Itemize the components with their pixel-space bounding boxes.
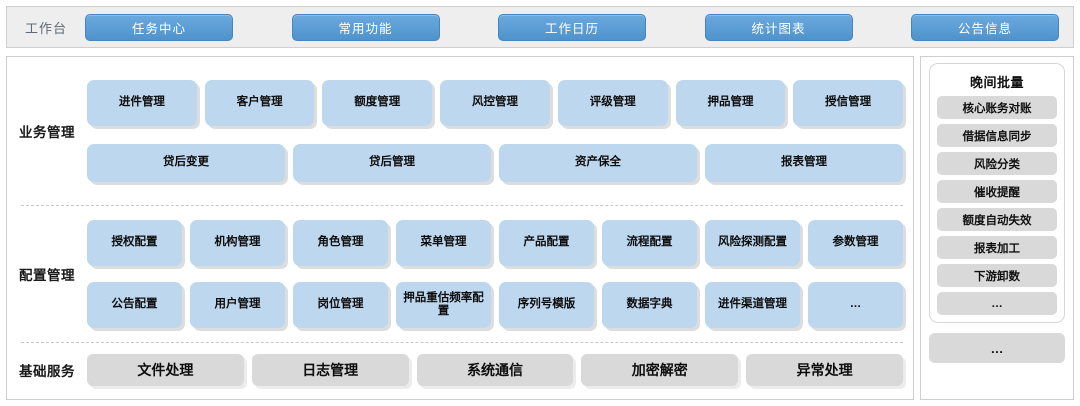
module-chip-jianjian-guanli[interactable]: 进件管理 bbox=[87, 80, 197, 126]
night-batch-box: 晚间批量 核心账务对账 借据信息同步 风险分类 催收提醒 额度自动失效 报表加工… bbox=[929, 63, 1065, 323]
module-chip-yapin-guanli[interactable]: 押品管理 bbox=[675, 80, 786, 126]
table-row: 进件管理 客户管理 额度管理 风控管理 评级管理 押品管理 授信管理 bbox=[87, 80, 904, 126]
batch-item-quota-auto-expire[interactable]: 额度自动失效 bbox=[937, 208, 1057, 231]
module-chip-jigou-guanli[interactable]: 机构管理 bbox=[190, 220, 285, 266]
module-chip-juese-guanli[interactable]: 角色管理 bbox=[293, 220, 388, 266]
section-label-basic-services: 基础服务 bbox=[19, 364, 75, 379]
module-chip-shuju-zidian[interactable]: 数据字典 bbox=[602, 282, 697, 328]
module-chip-daihou-guanli[interactable]: 贷后管理 bbox=[293, 144, 491, 182]
workbench-label: 工作台 bbox=[24, 20, 67, 36]
module-chip-daihou-biangeng[interactable]: 贷后变更 bbox=[87, 144, 285, 182]
section-divider-2 bbox=[21, 342, 903, 343]
section-rows-basic-services: 文件处理 日志管理 系统通信 加密解密 异常处理 bbox=[87, 354, 913, 386]
module-chip-fengxian-tance-peizhi[interactable]: 风险探测配置 bbox=[705, 220, 800, 266]
section-divider-1 bbox=[21, 205, 903, 206]
night-batch-panel: 晚间批量 核心账务对账 借据信息同步 风险分类 催收提醒 额度自动失效 报表加工… bbox=[920, 56, 1074, 400]
module-chip-caidan-guanli[interactable]: 菜单管理 bbox=[396, 220, 491, 266]
service-chip-rizhi-guanli[interactable]: 日志管理 bbox=[251, 354, 409, 386]
module-chip-shouxin-guanli[interactable]: 授信管理 bbox=[793, 80, 904, 126]
module-chip-fengkong-guanli[interactable]: 风控管理 bbox=[440, 80, 550, 126]
module-chip-jianjian-qudao-guanli[interactable]: 进件渠道管理 bbox=[705, 282, 800, 328]
tab-common-functions[interactable]: 常用功能 bbox=[291, 13, 440, 41]
module-chip-shouquan-peizhi[interactable]: 授权配置 bbox=[87, 220, 182, 266]
service-chip-wenjian-chuli[interactable]: 文件处理 bbox=[87, 354, 244, 386]
tab-task-center[interactable]: 任务中心 bbox=[85, 13, 233, 41]
batch-item-downstream-unload[interactable]: 下游卸数 bbox=[937, 264, 1057, 287]
module-chip-yapin-chonggu-pinlv-peizhi[interactable]: 押品重估频率配置 bbox=[396, 282, 491, 328]
section-basic-services: 基础服务 文件处理 日志管理 系统通信 加密解密 异常处理 bbox=[7, 343, 913, 397]
table-row: 授权配置 机构管理 角色管理 菜单管理 产品配置 流程配置 风险探测配置 参数管… bbox=[87, 220, 903, 266]
section-rows-configuration-management: 授权配置 机构管理 角色管理 菜单管理 产品配置 流程配置 风险探测配置 参数管… bbox=[87, 220, 913, 328]
night-batch-title: 晚间批量 bbox=[969, 75, 1024, 90]
batch-item-loan-info-sync[interactable]: 借据信息同步 bbox=[937, 124, 1057, 147]
batch-item-more[interactable]: … bbox=[937, 292, 1057, 315]
tab-work-calendar[interactable]: 工作日历 bbox=[498, 13, 646, 41]
batch-item-core-reconciliation[interactable]: 核心账务对账 bbox=[937, 96, 1057, 119]
module-chip-more[interactable]: … bbox=[808, 282, 903, 328]
tab-announcement[interactable]: 公告信息 bbox=[911, 13, 1059, 41]
module-chip-yonghu-guanli[interactable]: 用户管理 bbox=[190, 282, 285, 328]
service-chip-jiami-jiemi[interactable]: 加密解密 bbox=[581, 354, 739, 386]
module-map-panel: 业务管理 进件管理 客户管理 额度管理 风控管理 评级管理 押品管理 授信管理 … bbox=[6, 56, 914, 400]
batch-item-collection-reminder[interactable]: 催收提醒 bbox=[937, 180, 1057, 203]
section-label-configuration-management: 配置管理 bbox=[19, 268, 75, 283]
module-chip-gangwei-guanli[interactable]: 岗位管理 bbox=[293, 282, 388, 328]
service-chip-xitong-tongxin[interactable]: 系统通信 bbox=[416, 354, 574, 386]
module-chip-baobiao-guanli[interactable]: 报表管理 bbox=[705, 144, 903, 182]
table-row: 贷后变更 贷后管理 资产保全 报表管理 bbox=[87, 144, 903, 182]
batch-item-report-processing[interactable]: 报表加工 bbox=[937, 236, 1057, 259]
tab-statistics-chart[interactable]: 统计图表 bbox=[704, 13, 853, 41]
module-chip-chanpin-peizhi[interactable]: 产品配置 bbox=[499, 220, 594, 266]
section-business-management: 业务管理 进件管理 客户管理 额度管理 风控管理 评级管理 押品管理 授信管理 … bbox=[7, 57, 913, 205]
module-chip-canshu-guanli[interactable]: 参数管理 bbox=[808, 220, 903, 266]
section-rows-business-management: 进件管理 客户管理 额度管理 风控管理 评级管理 押品管理 授信管理 贷后变更 … bbox=[87, 80, 913, 182]
service-chip-yichang-chuli[interactable]: 异常处理 bbox=[746, 354, 903, 386]
section-configuration-management: 配置管理 授权配置 机构管理 角色管理 菜单管理 产品配置 流程配置 风险探测配… bbox=[7, 206, 913, 342]
workbench-header: 工作台 任务中心 常用功能 工作日历 统计图表 公告信息 bbox=[6, 6, 1074, 48]
module-chip-pingji-guanli[interactable]: 评级管理 bbox=[557, 80, 668, 126]
right-panel-more-button[interactable]: … bbox=[929, 333, 1065, 363]
header-tab-bar: 任务中心 常用功能 工作日历 统计图表 公告信息 bbox=[85, 13, 1073, 41]
module-chip-gonggao-peizhi[interactable]: 公告配置 bbox=[87, 282, 182, 328]
table-row: 文件处理 日志管理 系统通信 加密解密 异常处理 bbox=[87, 354, 903, 386]
module-chip-zichan-baoquan[interactable]: 资产保全 bbox=[499, 144, 697, 182]
module-chip-kehu-guanli[interactable]: 客户管理 bbox=[204, 80, 315, 126]
module-chip-edu-guanli[interactable]: 额度管理 bbox=[322, 80, 433, 126]
table-row: 公告配置 用户管理 岗位管理 押品重估频率配置 序列号模版 数据字典 进件渠道管… bbox=[87, 282, 903, 328]
module-chip-liucheng-peizhi[interactable]: 流程配置 bbox=[602, 220, 697, 266]
module-chip-xuliehao-muban[interactable]: 序列号模版 bbox=[499, 282, 594, 328]
section-label-business-management: 业务管理 bbox=[19, 125, 75, 140]
batch-item-risk-classification[interactable]: 风险分类 bbox=[937, 152, 1057, 175]
